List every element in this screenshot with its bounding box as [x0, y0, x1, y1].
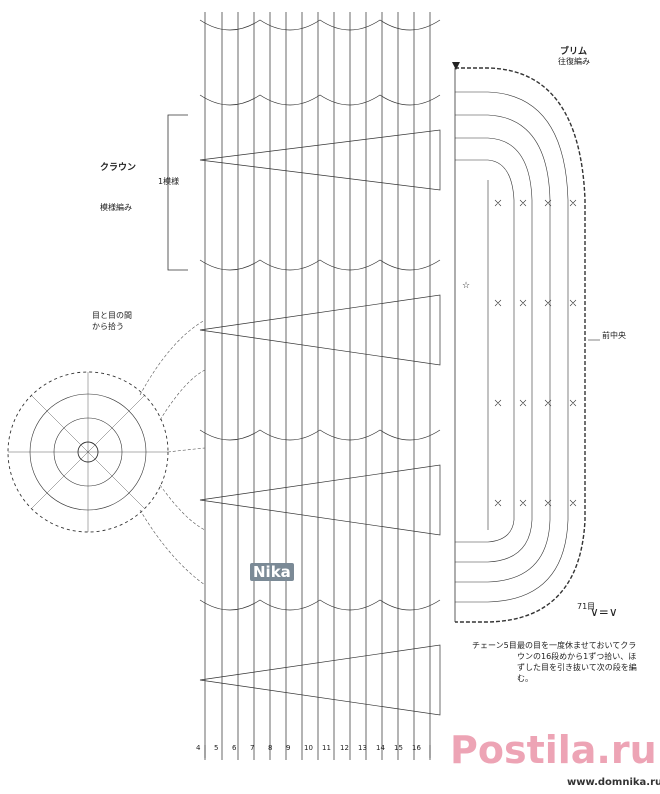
row-number-ticks — [204, 745, 431, 758]
row-number: 12 — [340, 744, 349, 752]
crown-title: クラウン — [100, 163, 137, 173]
row-number: 9 — [286, 744, 291, 752]
join-note: 最の目を一度休ませておいてクラウンの16段めから1ずつ拾い、ほずした目を引き抜い… — [517, 641, 637, 683]
brim-x-stitches — [494, 199, 577, 507]
row-number: 11 — [322, 744, 331, 752]
stitch-legend: ∨=∨ — [590, 605, 618, 619]
pattern-repeat-label: 1模様 — [158, 177, 180, 186]
brim-title: ブリム — [560, 47, 588, 57]
postila-watermark: Postila.ru — [450, 728, 657, 772]
pattern-repeat-bracket — [167, 114, 188, 271]
crown-stitch-columns — [204, 12, 431, 760]
circle-connection-lines — [139, 319, 206, 586]
row-71-label: 71目 — [577, 602, 596, 611]
star-marker-icon: ☆ — [462, 281, 470, 291]
start-arrow-icon — [452, 62, 460, 70]
hole-note-line: 目と目の間 — [92, 311, 132, 320]
nika-watermark: Nika — [250, 563, 294, 581]
crown-fan-motifs — [199, 19, 441, 716]
row-number: 14 — [376, 744, 385, 752]
hole-note-line: から拾う — [92, 322, 124, 331]
brim-subtitle: 往復編み — [558, 57, 590, 66]
row-number: 4 — [196, 744, 201, 752]
row-number: 13 — [358, 744, 367, 752]
row-number: 16 — [412, 744, 421, 752]
row-number: 8 — [268, 744, 273, 752]
site-url-watermark: www.domnika.ru — [567, 777, 660, 788]
row-number: 7 — [250, 744, 255, 752]
row-number: 6 — [232, 744, 237, 752]
row-number: 15 — [394, 744, 403, 752]
crown-subtitle: 模様編み — [100, 203, 132, 212]
brim-arcs — [454, 67, 586, 623]
hole-note: 目と目の間 から拾う — [92, 310, 132, 332]
row-number: 5 — [214, 744, 219, 752]
front-center-label: 前中央 — [602, 331, 626, 340]
chain-note: チェーン5目 — [472, 641, 517, 650]
row-number: 10 — [304, 744, 313, 752]
crown-top-circle — [7, 371, 169, 533]
